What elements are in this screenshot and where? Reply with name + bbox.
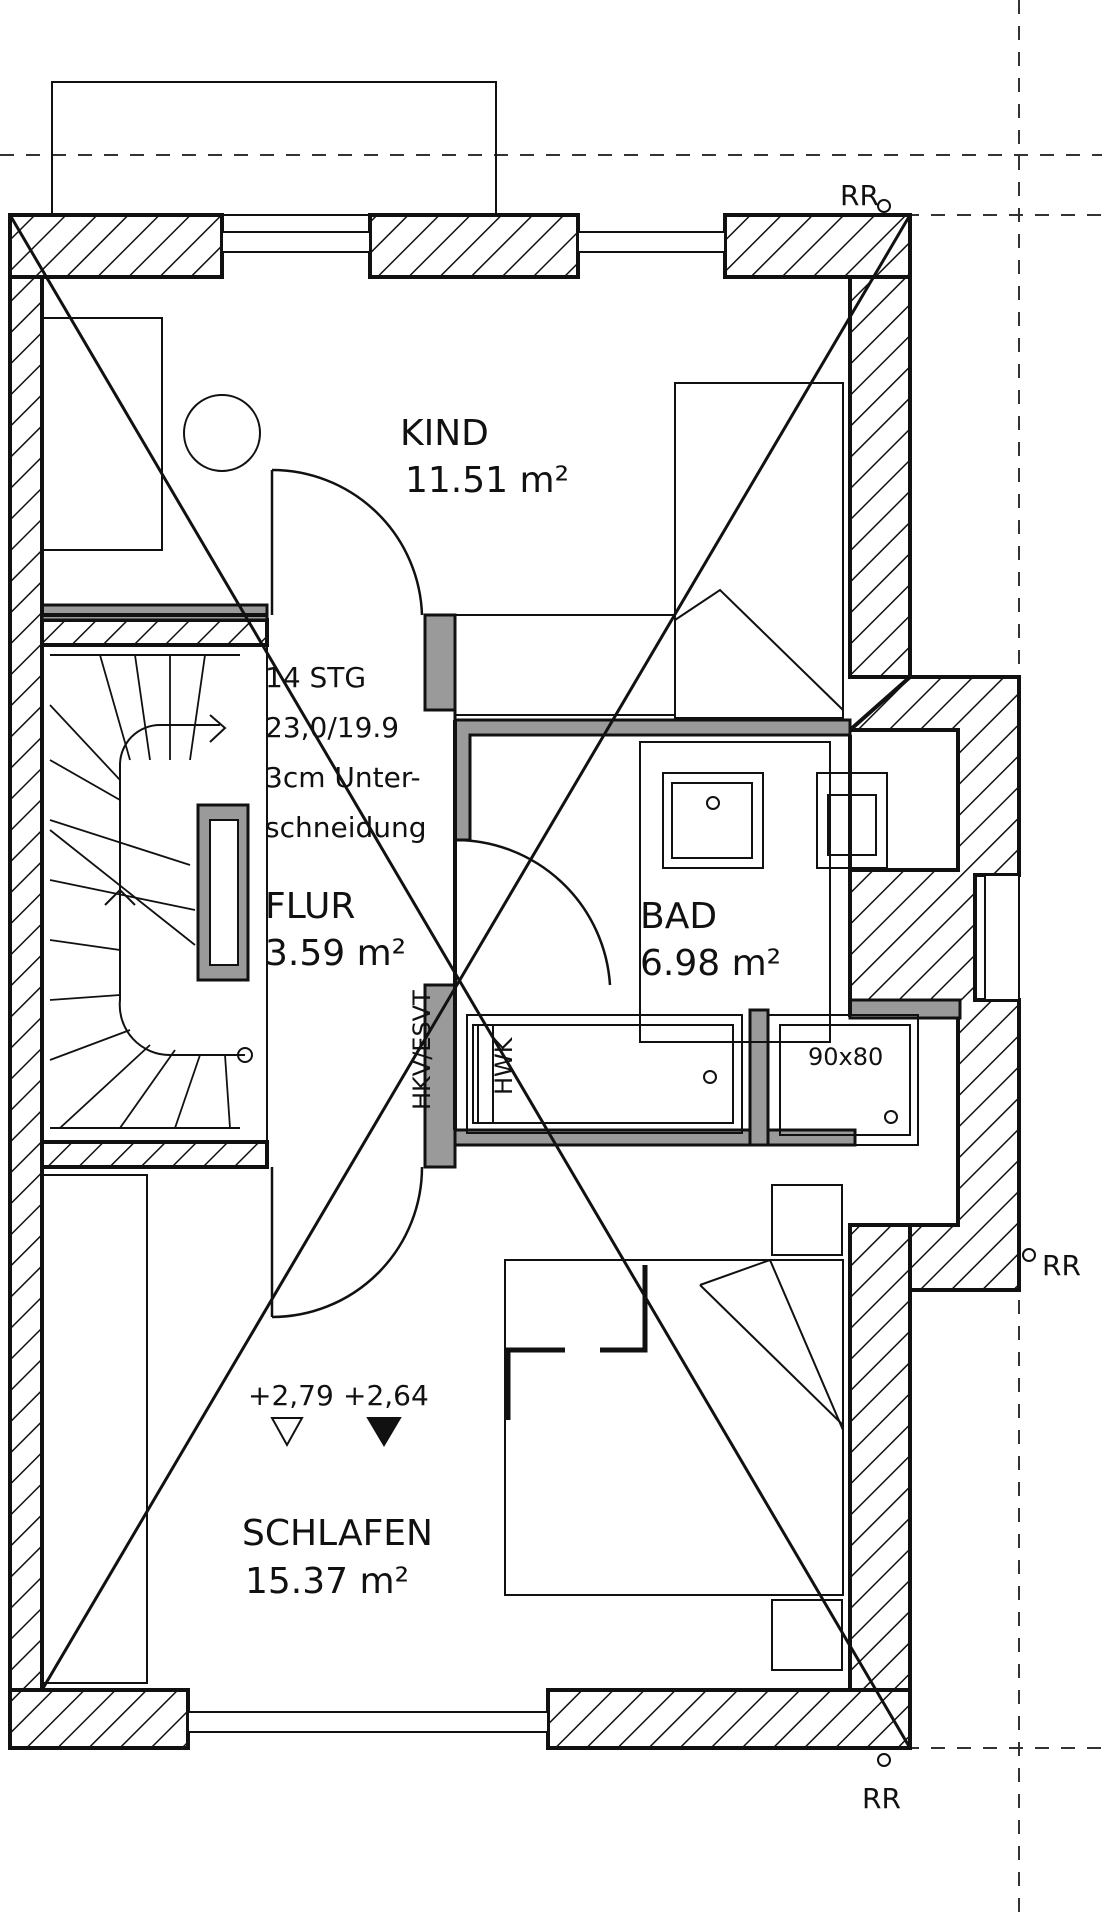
room-name-schlafen: SCHLAFEN [242,1513,433,1554]
bath-fixtures [466,741,919,1146]
rr-label-top: RR [840,179,879,212]
balcony-outline [51,81,497,216]
level-label-2: +2,64 [343,1379,429,1412]
stair-info-3: 3cm Unter- [265,761,421,794]
level-label-1: +2,79 [248,1379,334,1412]
room-area-flur: 3.59 m² [265,933,406,974]
flur-niche [209,819,239,966]
hwk-label: HWK [490,1036,518,1095]
room-name-kind: KIND [400,413,489,454]
roof-lines [8,214,912,1749]
kind-furniture [41,317,844,719]
staircase [41,644,268,1143]
exterior-walls [8,213,1021,1750]
rr-label-right: RR [1042,1249,1081,1282]
room-area-kind: 11.51 m² [405,460,569,501]
room-name-bad: BAD [640,896,717,937]
windows [187,231,1020,1733]
rr-label-bottom: RR [862,1782,901,1815]
stair-info-4: schneidung [265,811,427,844]
shaft-label: HKV/ESVT [408,990,436,1110]
rr-markers [877,199,1036,1767]
stair-info-1: 14 STG [265,661,366,694]
schlafen-furniture [41,1174,844,1684]
level-markers [270,1417,402,1448]
room-name-flur: FLUR [265,886,355,927]
room-area-schlafen: 15.37 m² [245,1561,409,1602]
shower-size-label: 90x80 [808,1043,883,1071]
room-area-bad: 6.98 m² [640,943,781,984]
doors [270,468,612,1319]
stair-info-2: 23,0/19.9 [265,711,399,744]
